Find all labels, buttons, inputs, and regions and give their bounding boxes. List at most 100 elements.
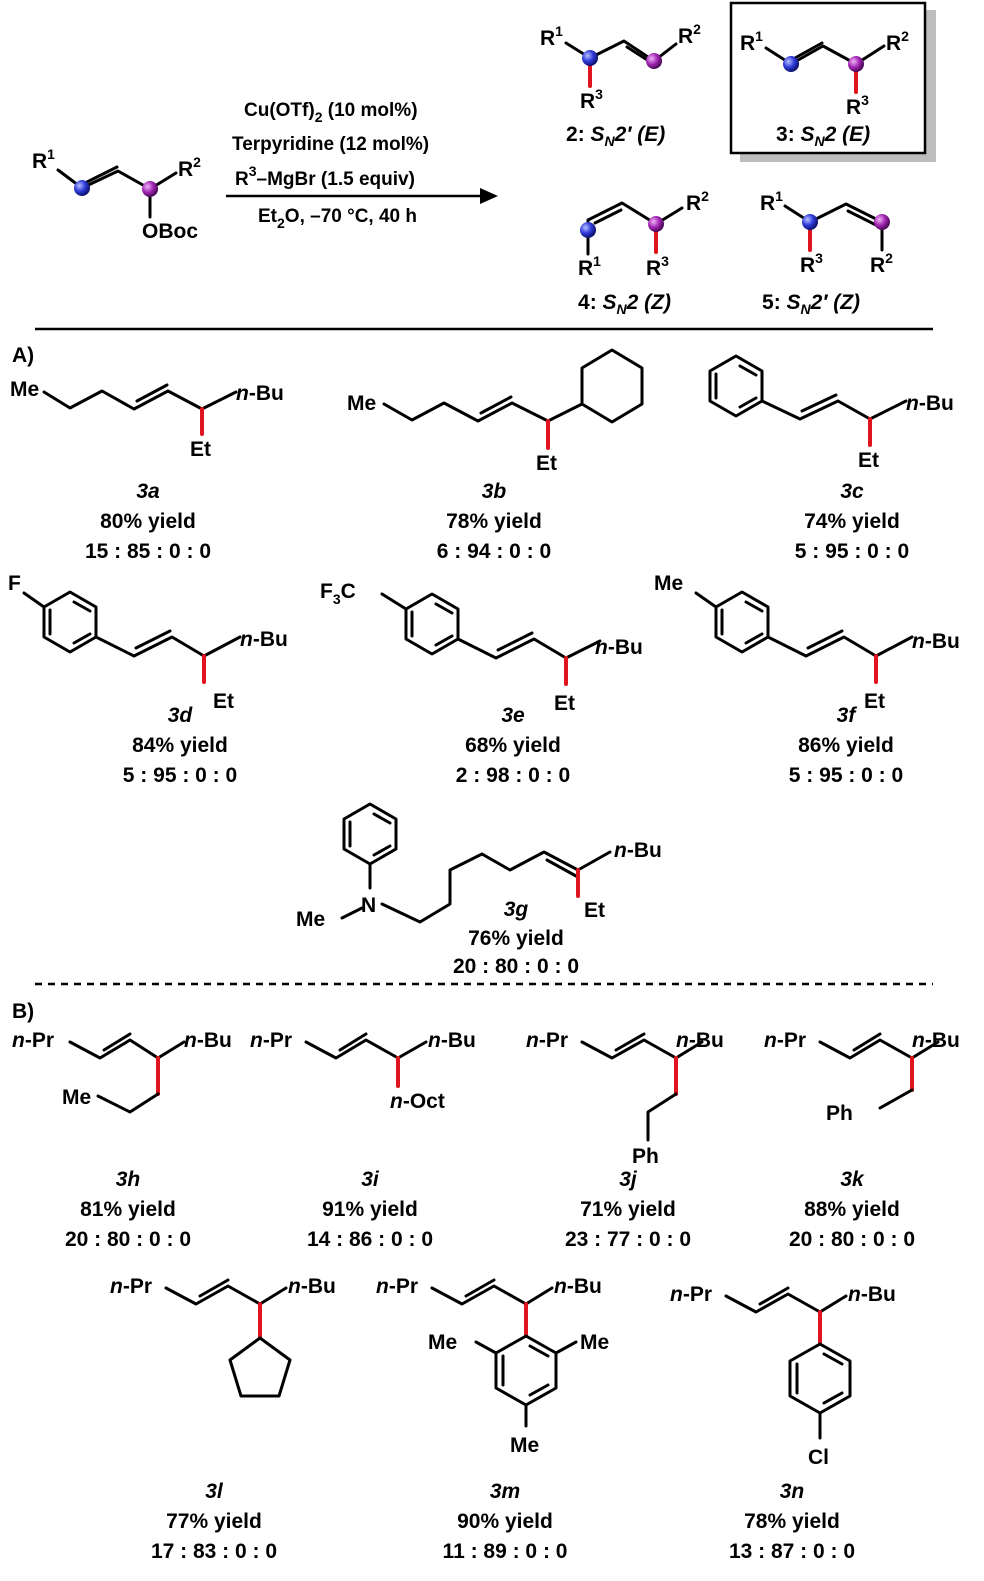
npr-label: n-Pr	[12, 1029, 54, 1052]
compound-3e-yield: 68% yield	[465, 734, 561, 757]
c3-atom-marker	[848, 56, 864, 72]
compound-3i-yield: 91% yield	[322, 1198, 418, 1221]
compound-3c-id: 3c	[840, 480, 864, 503]
compound-3a-ratio: 15 : 85 : 0 : 0	[85, 540, 211, 563]
c3-atom-marker	[874, 214, 890, 230]
nbu-label: n-Bu	[614, 839, 662, 862]
nbu-label: n-Bu	[848, 1283, 896, 1306]
et-label: Et	[858, 449, 879, 472]
reaction-arrowhead	[480, 188, 498, 204]
r1-label: R1	[740, 28, 763, 55]
compound-3n-yield: 78% yield	[744, 1510, 840, 1533]
product-4-caption: 4: SN2 (Z)	[578, 291, 671, 317]
phenyl-label: Ph	[632, 1145, 659, 1168]
compound-3g-yield: 76% yield	[468, 927, 564, 950]
compound-3c-ratio: 5 : 95 : 0 : 0	[795, 540, 909, 563]
compound-3n-id: 3n	[780, 1480, 805, 1503]
substrate-r1-label: R1	[32, 146, 55, 173]
r3-label: R3	[846, 92, 869, 119]
compound-3m-ratio: 11 : 89 : 0 : 0	[443, 1540, 568, 1563]
compound-3h-id: 3h	[116, 1168, 141, 1191]
compound-3l-yield: 77% yield	[166, 1510, 262, 1533]
me-label: Me	[654, 572, 683, 595]
compound-3d-ratio: 5 : 95 : 0 : 0	[123, 764, 237, 787]
c1-atom-marker	[582, 50, 598, 66]
product-4-structure: R2 R1 R3 4: SN2 (Z)	[578, 188, 709, 317]
me-label: Me	[10, 378, 39, 401]
r1-label: R1	[578, 253, 601, 280]
npr-label: n-Pr	[376, 1275, 418, 1298]
nbu-label: n-Bu	[912, 1029, 960, 1052]
compound-3g-structure: N Me n-Bu Et	[296, 802, 662, 931]
compound-3a-structure: Me n-Bu Et	[10, 378, 284, 461]
compound-3e-id: 3e	[501, 704, 525, 727]
me-label: Me	[580, 1331, 609, 1354]
condition-ligand: Terpyridine (12 mol%)	[232, 134, 429, 155]
me-label: Me	[347, 392, 376, 415]
compound-3k-id: 3k	[840, 1168, 865, 1191]
compound-3l-ratio: 17 : 83 : 0 : 0	[151, 1540, 277, 1563]
compound-3k-ratio: 20 : 80 : 0 : 0	[789, 1228, 915, 1251]
product-2-caption: 2: SN2′ (E)	[566, 123, 665, 149]
nitrogen-label: N	[361, 894, 376, 917]
compound-3a-yield: 80% yield	[100, 510, 196, 533]
c3-atom-marker	[646, 53, 662, 69]
compound-3b-ratio: 6 : 94 : 0 : 0	[437, 540, 551, 563]
nbu-label: n-Bu	[428, 1029, 476, 1052]
c3-atom-marker	[648, 216, 664, 232]
compound-3e-ratio: 2 : 98 : 0 : 0	[456, 764, 570, 787]
product-3-caption: 3: SN2 (E)	[776, 123, 870, 149]
npr-label: n-Pr	[526, 1029, 568, 1052]
npr-label: n-Pr	[764, 1029, 806, 1052]
compound-3i-id: 3i	[361, 1168, 380, 1191]
r2-label: R2	[886, 28, 909, 55]
condition-catalyst: Cu(OTf)2 (10 mol%)	[244, 100, 418, 125]
npr-label: n-Pr	[670, 1283, 712, 1306]
substrate-structure: R1 R2 OBoc	[32, 146, 201, 243]
compound-3d-id: 3d	[168, 704, 194, 727]
c1-atom-marker	[783, 56, 799, 72]
compound-3i-ratio: 14 : 86 : 0 : 0	[307, 1228, 433, 1251]
compound-3a-id: 3a	[136, 480, 160, 503]
nbu-label: n-Bu	[906, 392, 954, 415]
compound-3c-structure: n-Bu Et	[708, 354, 954, 472]
compound-3b-structure: Me Et	[347, 348, 644, 475]
product-5-structure: R1 R3 R2 5: SN2′ (Z)	[760, 188, 893, 317]
compound-3j-yield: 71% yield	[580, 1198, 676, 1221]
compound-3h-yield: 81% yield	[80, 1198, 176, 1221]
compound-3m-yield: 90% yield	[457, 1510, 553, 1533]
nbu-label: n-Bu	[595, 636, 643, 659]
c1-atom-marker	[802, 214, 818, 230]
compound-3f-yield: 86% yield	[798, 734, 894, 757]
compound-3e-structure: F3C n-Bu Et	[320, 580, 643, 715]
nbu-label: n-Bu	[288, 1275, 336, 1298]
compound-3g-id: 3g	[504, 898, 529, 921]
compound-3h-ratio: 20 : 80 : 0 : 0	[65, 1228, 191, 1251]
c3-atom-marker	[142, 181, 158, 197]
c1-atom-marker	[580, 222, 596, 238]
r1-label: R1	[760, 188, 783, 215]
compound-3f-structure: Me n-Bu Et	[654, 572, 960, 713]
compound-3f-ratio: 5 : 95 : 0 : 0	[789, 764, 903, 787]
me-label: Me	[428, 1331, 457, 1354]
c1-atom-marker	[74, 180, 90, 196]
condition-grignard: R3–MgBr (1.5 equiv)	[235, 163, 415, 190]
r2-label: R2	[686, 188, 709, 215]
compound-3d-structure: F n-Bu Et	[8, 572, 288, 713]
compound-3n-ratio: 13 : 87 : 0 : 0	[729, 1540, 855, 1563]
compound-3k-yield: 88% yield	[804, 1198, 900, 1221]
et-label: Et	[554, 692, 575, 715]
section-a-label: A)	[12, 344, 34, 367]
npr-label: n-Pr	[110, 1275, 152, 1298]
chloro-label: Cl	[808, 1446, 829, 1469]
et-label: Et	[190, 438, 211, 461]
phenyl-label: Ph	[826, 1102, 853, 1125]
r3-label: R3	[580, 86, 603, 113]
et-label: Et	[584, 899, 605, 922]
product-3-box: R1 R2 R3 3: SN2 (E)	[729, 1, 936, 162]
compound-3j-id: 3j	[619, 1168, 638, 1191]
nbu-label: n-Bu	[554, 1275, 602, 1298]
r3-label: R3	[646, 253, 669, 280]
r3-label: R3	[800, 250, 823, 277]
